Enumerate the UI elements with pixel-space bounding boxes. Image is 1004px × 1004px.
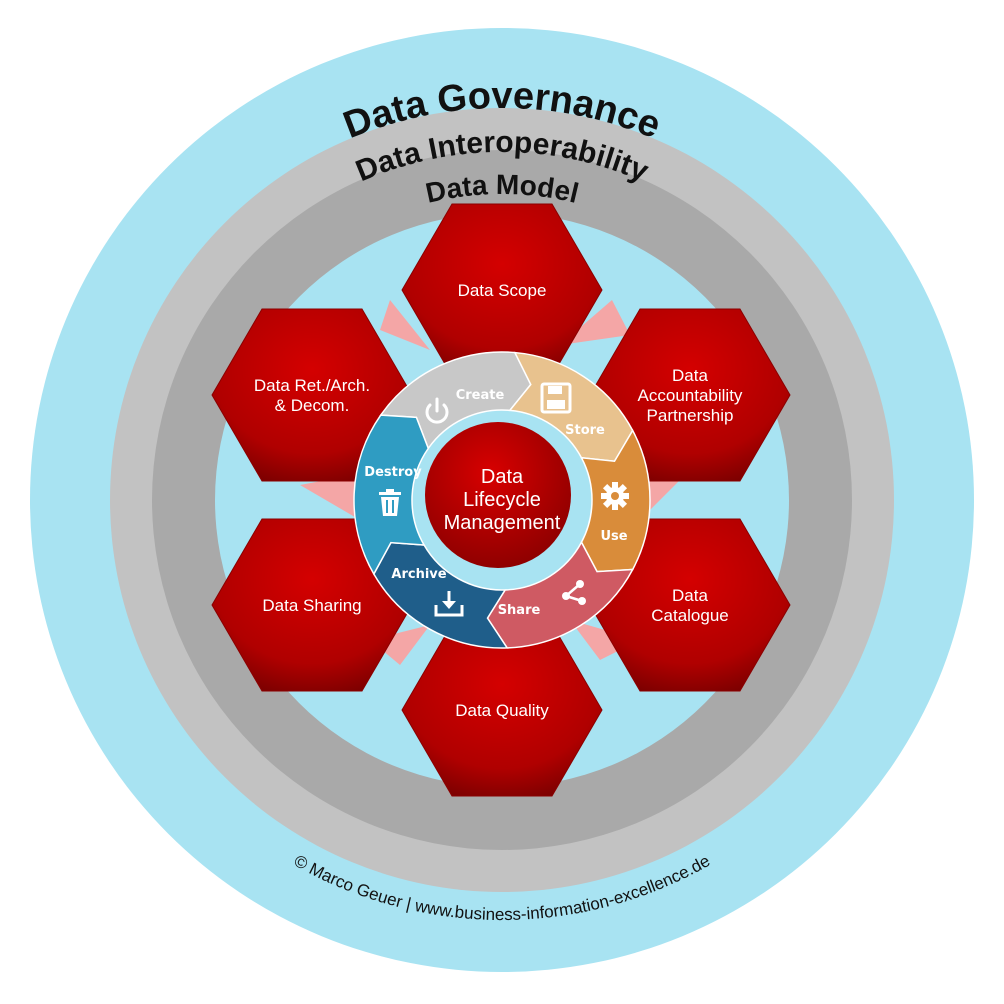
connector-3: [370, 625, 430, 665]
floppy-disk-icon: [540, 382, 572, 414]
hexagon-label-line: Data Sharing: [262, 596, 361, 615]
hexagon-label-line: Catalogue: [651, 606, 729, 625]
lifecycle-segment-store: Store: [508, 351, 634, 463]
hexagon-label-line: & Decom.: [275, 396, 350, 415]
segment-label: Store: [565, 423, 605, 438]
hexagon-label-line: Partnership: [647, 406, 734, 425]
hexagon-label-line: Data Quality: [455, 701, 549, 720]
gear-icon: [601, 482, 629, 510]
core-line-2: Lifecycle: [463, 489, 541, 511]
hexagon-label-line: Data: [672, 586, 708, 605]
lifecycle-core: [425, 422, 571, 568]
lifecycle-segment-create: Create: [379, 351, 532, 450]
core-line-3: Management: [444, 512, 561, 534]
segment-label: Create: [456, 388, 505, 403]
lifecycle-segment-destroy: Destroy: [353, 414, 430, 576]
power-icon: [425, 397, 449, 424]
hexagon-label-line: Data: [672, 366, 708, 385]
lifecycle-segment-archive: Archive: [372, 541, 509, 649]
hexagon-label-line: Accountability: [638, 386, 743, 405]
trash-icon: [379, 489, 401, 516]
segment-label: Destroy: [364, 465, 422, 480]
core-line-1: Data: [481, 466, 524, 488]
lifecycle-segment-use: Use: [580, 428, 651, 573]
archive-tray-icon: [434, 591, 464, 617]
segment-label: Share: [498, 603, 541, 618]
segment-label: Archive: [391, 567, 446, 582]
hexagon-sharing: Data Sharing: [211, 518, 413, 692]
hexagon-quality: Data Quality: [401, 623, 603, 797]
hexagon-label-line: Data Scope: [458, 281, 547, 300]
share-icon: [562, 580, 586, 605]
hexagon-retention: Data Ret./Arch.& Decom.: [211, 308, 413, 482]
hexagon-label-line: Data Ret./Arch.: [254, 376, 370, 395]
connector-0: [560, 300, 630, 345]
hexagon-group: Data ScopeDataAccountabilityPartnershipD…: [211, 203, 791, 797]
connector-2: [570, 620, 640, 660]
segment-label: Use: [600, 529, 627, 544]
connector-5: [380, 300, 430, 350]
